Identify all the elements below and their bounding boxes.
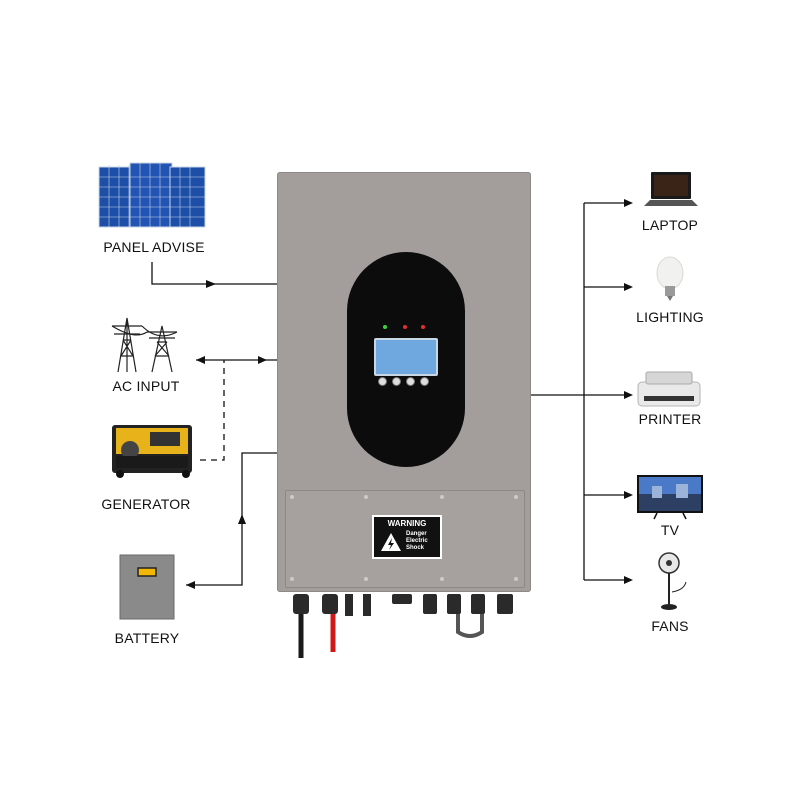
inverter-button-3[interactable] (406, 377, 415, 386)
inverter-button-1[interactable] (378, 377, 387, 386)
tv-label: TV (660, 522, 680, 538)
status-led-green (383, 325, 387, 329)
tv-icon (637, 475, 703, 520)
solar-panel-icon (98, 162, 206, 228)
laptop-icon (644, 172, 698, 206)
light-bulb-icon (656, 256, 684, 301)
battery-connection-line (186, 452, 277, 586)
panel-connection-line (151, 262, 277, 285)
lcd-screen (374, 338, 438, 376)
printer-label: PRINTER (638, 411, 702, 427)
ac-input-label: AC INPUT (112, 378, 180, 394)
warning-title: WARNING (387, 519, 427, 528)
warning-line-1: Danger (406, 531, 427, 537)
inverter-cables-icon (298, 612, 484, 658)
fan-icon (658, 552, 687, 610)
status-led-red (403, 325, 407, 329)
inverter-button-4[interactable] (420, 377, 429, 386)
warning-triangle-icon (381, 533, 401, 551)
battery-icon (119, 554, 175, 620)
inverter-button-2[interactable] (392, 377, 401, 386)
battery-label: BATTERY (114, 630, 180, 646)
output-trunk-line (531, 203, 585, 580)
inverter-connectors-icon (293, 594, 513, 616)
generator-label: GENERATOR (101, 496, 191, 512)
inverter-display-panel (347, 252, 465, 467)
fans-label: FANS (651, 618, 689, 634)
lighting-label: LIGHTING (636, 309, 704, 325)
generator-dashed-line (200, 360, 225, 461)
warning-label: WARNING Danger Electric Shock (372, 515, 442, 559)
printer-icon (637, 371, 701, 407)
panel-label: PANEL ADVISE (103, 239, 205, 255)
laptop-label: LAPTOP (641, 217, 699, 233)
status-led-red-2 (421, 325, 425, 329)
warning-line-2: Electric (406, 538, 428, 544)
warning-line-3: Shock (406, 545, 425, 551)
inverter-unit: WARNING Danger Electric Shock (277, 172, 531, 592)
power-tower-icon (111, 317, 178, 373)
generator-icon (112, 425, 192, 478)
